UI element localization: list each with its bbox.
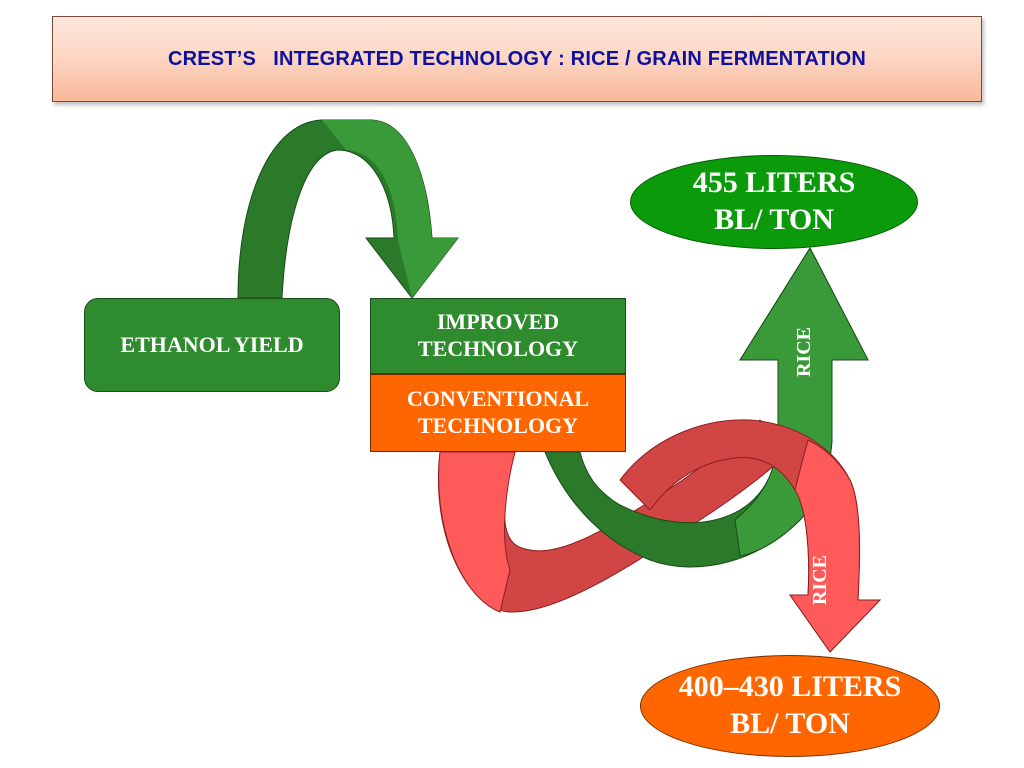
conventional-yield-line-1: 400–430 LITERS (678, 670, 902, 704)
improved-yield-line-2: BL/ TON (714, 203, 834, 236)
red-arrow-head (789, 439, 882, 653)
ethanol-yield-box: ETHANOL YIELD (84, 298, 340, 392)
conventional-yield-ellipse: 400–430 LITERS BL/ TON (640, 655, 940, 757)
improved-yield-ellipse: 455 LITERS BL/ TON (630, 155, 918, 249)
improved-technology-box: IMPROVED TECHNOLOGY (370, 298, 626, 374)
conventional-line-2: TECHNOLOGY (417, 413, 579, 438)
improved-line-1: IMPROVED (436, 309, 560, 335)
red-band-left-fold (438, 451, 516, 613)
page-title: CREST’S INTEGRATED TECHNOLOGY : RICE / G… (167, 47, 867, 70)
curved-arrow-highlight (322, 120, 458, 298)
conventional-technology-box: CONVENTIONAL TECHNOLOGY (370, 374, 626, 452)
title-banner: CREST’S INTEGRATED TECHNOLOGY : RICE / G… (52, 16, 982, 102)
conventional-yield-line-2: BL/ TON (730, 707, 850, 740)
ethanol-yield-label: ETHANOL YIELD (120, 331, 304, 357)
green-arrow-highlight (734, 246, 869, 557)
improved-yield-line-1: 455 LITERS (692, 166, 856, 200)
conventional-line-1: CONVENTIONAL (406, 386, 590, 412)
improved-line-2: TECHNOLOGY (417, 336, 579, 361)
rice-label-green: RICE (793, 327, 815, 377)
rice-label-red: RICE (809, 555, 831, 605)
